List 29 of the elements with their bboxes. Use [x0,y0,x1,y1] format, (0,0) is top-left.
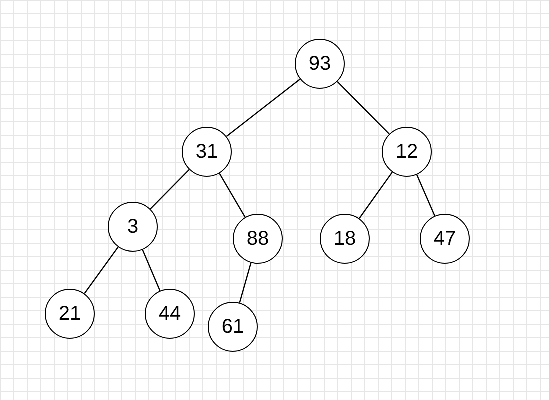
connector-line [219,173,246,218]
connector-line [359,172,393,219]
node-value: 44 [158,304,182,324]
connector-line [84,246,119,294]
connector-line [416,174,436,216]
tree-node-circle [320,214,370,264]
connector-line [142,250,161,292]
tree-node-circle [382,127,432,177]
tree-node-circle [108,202,158,252]
connector-line [337,81,390,135]
node-value: 21 [58,304,82,324]
node-value: 93 [308,54,332,74]
connector-line [239,262,252,304]
tree-node-circle [420,214,470,264]
node-value: 88 [246,229,270,249]
tree-node-circle [45,289,95,339]
tree-node-circle [208,302,258,352]
tree-node-circle [145,289,195,339]
node-value: 61 [222,317,244,337]
tree-node-circle [182,127,232,177]
node-value: 3 [127,217,139,237]
node-value: 12 [396,142,418,162]
connector-line [150,169,190,210]
node-value: 18 [334,229,356,249]
node-value: 47 [434,229,456,249]
connector-line [226,78,301,138]
tree-node-circle [295,39,345,89]
node-value: 31 [196,142,218,162]
tree-node-circle [233,214,283,264]
